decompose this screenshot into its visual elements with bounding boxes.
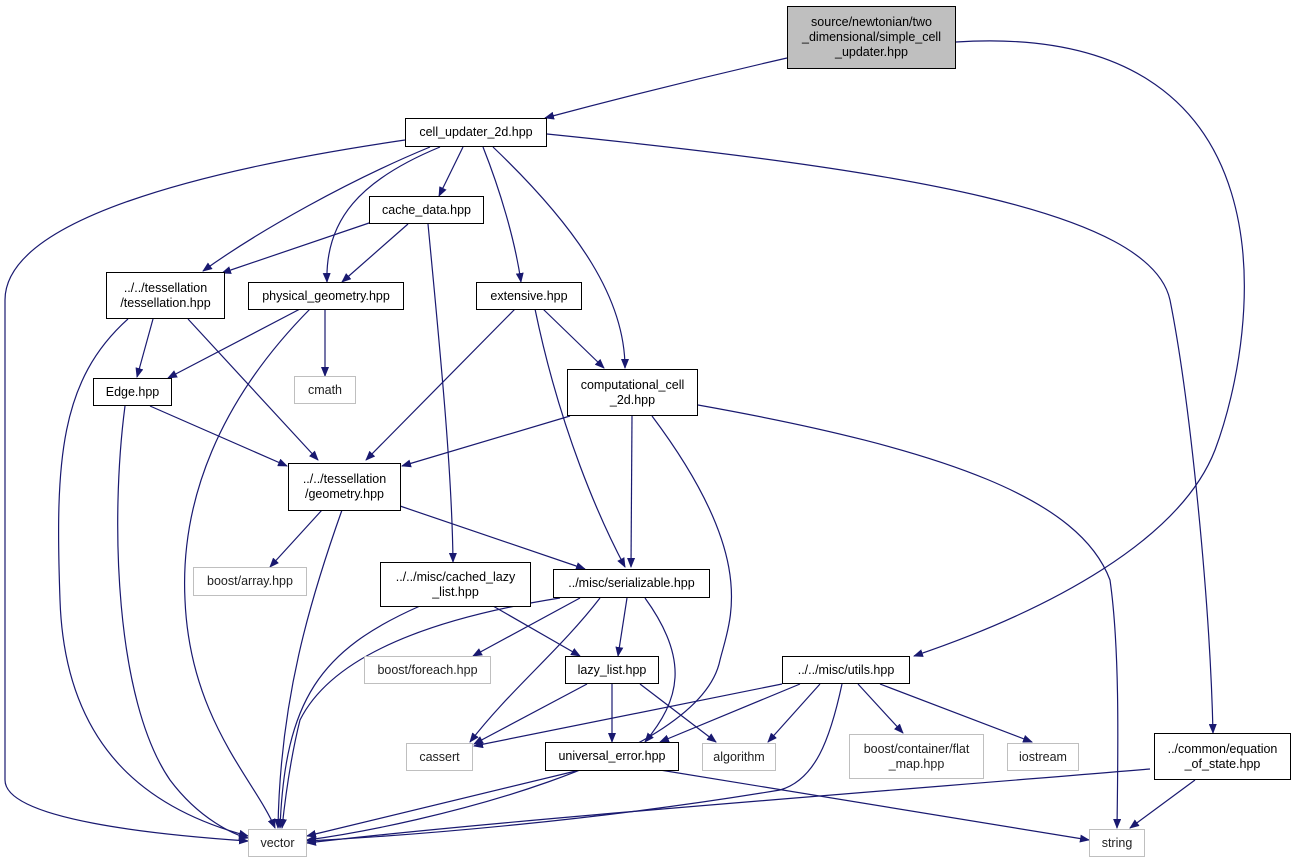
- edge-utils-to-flat-map: [857, 683, 904, 734]
- edge-lazy-list-to-algorithm: [639, 683, 717, 743]
- node-serializable[interactable]: ../misc/serializable.hpp: [553, 569, 710, 598]
- edge-cell-updater-to-tessellation: [202, 146, 431, 272]
- edge-cell-updater-to-physical-geometry: [322, 146, 441, 283]
- edge-serializable-to-boost-foreach: [472, 597, 581, 657]
- node-flat-map[interactable]: boost/container/flat _map.hpp: [849, 734, 984, 779]
- edge-tessellation-to-edge: [135, 318, 154, 378]
- edge-geometry-to-vector: [274, 509, 343, 829]
- node-geometry[interactable]: ../../tessellation /geometry.hpp: [288, 463, 401, 511]
- node-computational-cell-2d[interactable]: computational_cell _2d.hpp: [567, 369, 698, 416]
- edge-cached-lazy-list-to-vector: [276, 605, 421, 829]
- edge-cache-data-to-tessellation: [221, 221, 373, 274]
- node-cell-updater-2d[interactable]: cell_updater_2d.hpp: [405, 118, 547, 147]
- edge-lazy-list-to-cassert: [473, 683, 588, 745]
- node-boost-foreach[interactable]: boost/foreach.hpp: [364, 656, 491, 684]
- node-cache-data[interactable]: cache_data.hpp: [369, 196, 484, 224]
- node-cmath[interactable]: cmath: [294, 376, 356, 404]
- edge-root-to-utils: [913, 40, 1245, 657]
- edge-serializable-to-universal-error: [644, 597, 676, 743]
- edge-cache-data-to-physical-geometry: [341, 223, 409, 283]
- edge-root-to-cell-updater: [544, 57, 788, 120]
- edge-computational-to-vector: [306, 415, 733, 843]
- edge-serializable-to-cassert: [469, 597, 601, 743]
- edge-computational-to-string: [697, 404, 1122, 829]
- edge-tessellation-to-vector: [57, 318, 249, 838]
- edge-utils-to-universal-error: [659, 683, 801, 743]
- edge-extensive-to-geometry: [365, 308, 516, 461]
- edge-serializable-to-vector: [278, 597, 561, 829]
- edge-cached-lazy-list-to-lazy-list: [492, 605, 581, 657]
- edge-equation-of-state-to-vector: [306, 768, 1151, 846]
- node-utils[interactable]: ../../misc/utils.hpp: [782, 656, 910, 684]
- edge-utils-to-vector: [306, 683, 843, 845]
- edge-physical-geometry-to-vector: [183, 308, 311, 829]
- edge-computational-to-geometry: [401, 415, 571, 468]
- edge-extensive-to-serializable: [534, 308, 626, 568]
- edge-edge-to-geometry: [149, 405, 288, 467]
- node-cached-lazy-list[interactable]: ../../misc/cached_lazy _list.hpp: [380, 562, 531, 607]
- node-iostream[interactable]: iostream: [1007, 743, 1079, 771]
- edge-extensive-to-computational: [542, 308, 605, 369]
- node-boost-array[interactable]: boost/array.hpp: [193, 567, 307, 596]
- node-simple-cell-updater[interactable]: source/newtonian/two _dimensional/simple…: [787, 6, 956, 69]
- node-vector[interactable]: vector: [248, 829, 307, 857]
- edge-tessellation-to-geometry: [187, 318, 319, 461]
- edge-serializable-to-lazy-list: [615, 597, 628, 657]
- edge-utils-to-algorithm: [767, 683, 821, 743]
- edge-geometry-to-boost-array: [269, 509, 323, 568]
- node-universal-error[interactable]: universal_error.hpp: [545, 742, 679, 771]
- edge-physical-geometry-to-edge: [167, 308, 301, 379]
- node-equation-of-state[interactable]: ../common/equation _of_state.hpp: [1154, 733, 1291, 780]
- edge-utils-to-iostream: [879, 683, 1033, 743]
- edge-cell-updater-to-equation-of-state: [546, 133, 1217, 734]
- edge-utils-to-cassert: [473, 683, 783, 749]
- node-edge[interactable]: Edge.hpp: [93, 378, 172, 406]
- edge-cell-updater-to-extensive: [482, 146, 524, 283]
- node-tessellation[interactable]: ../../tessellation /tessellation.hpp: [106, 272, 225, 319]
- edge-universal-error-to-vector: [306, 769, 581, 838]
- node-extensive[interactable]: extensive.hpp: [476, 282, 582, 310]
- edge-universal-error-to-string: [659, 769, 1090, 843]
- edge-cell-updater-to-vector: [4, 139, 406, 845]
- edge-cell-updater-to-cache-data: [438, 146, 464, 197]
- edge-equation-of-state-to-string: [1129, 779, 1196, 829]
- node-string[interactable]: string: [1089, 829, 1145, 857]
- node-lazy-list[interactable]: lazy_list.hpp: [565, 656, 659, 684]
- node-cassert[interactable]: cassert: [406, 743, 473, 771]
- node-physical-geometry[interactable]: physical_geometry.hpp: [248, 282, 404, 310]
- edge-cell-updater-to-computational: [492, 146, 629, 369]
- edge-computational-to-serializable: [627, 415, 636, 568]
- edge-edge-to-vector: [117, 405, 249, 840]
- edge-geometry-to-serializable: [399, 505, 586, 570]
- node-algorithm[interactable]: algorithm: [702, 743, 776, 771]
